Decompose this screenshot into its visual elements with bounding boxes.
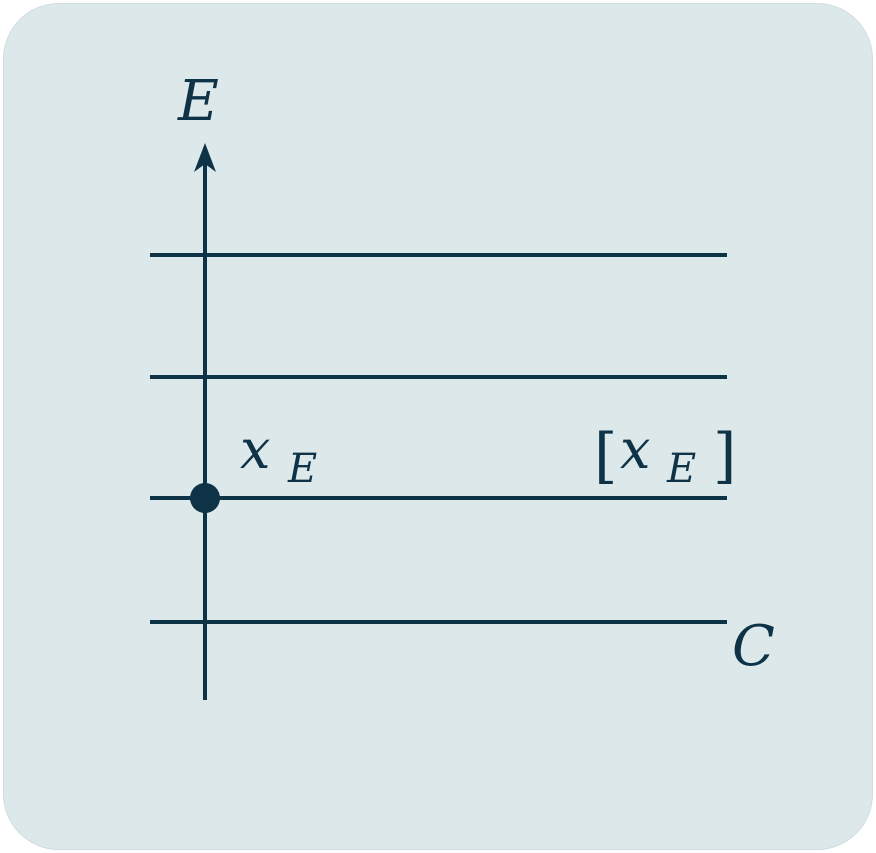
class-bracket-open: [: [594, 421, 617, 491]
axis-arrow-icon: [194, 143, 216, 172]
point-label: x: [240, 418, 270, 481]
point-label-subscript: E: [287, 446, 317, 492]
class-label: x: [620, 418, 650, 481]
diagram-panel: [3, 3, 873, 850]
class-label-subscript: E: [666, 446, 696, 492]
axis-label-e: E: [177, 69, 219, 134]
axis-label-c: C: [732, 614, 775, 679]
point-marker: [190, 483, 220, 513]
class-bracket-close: ]: [713, 421, 736, 491]
